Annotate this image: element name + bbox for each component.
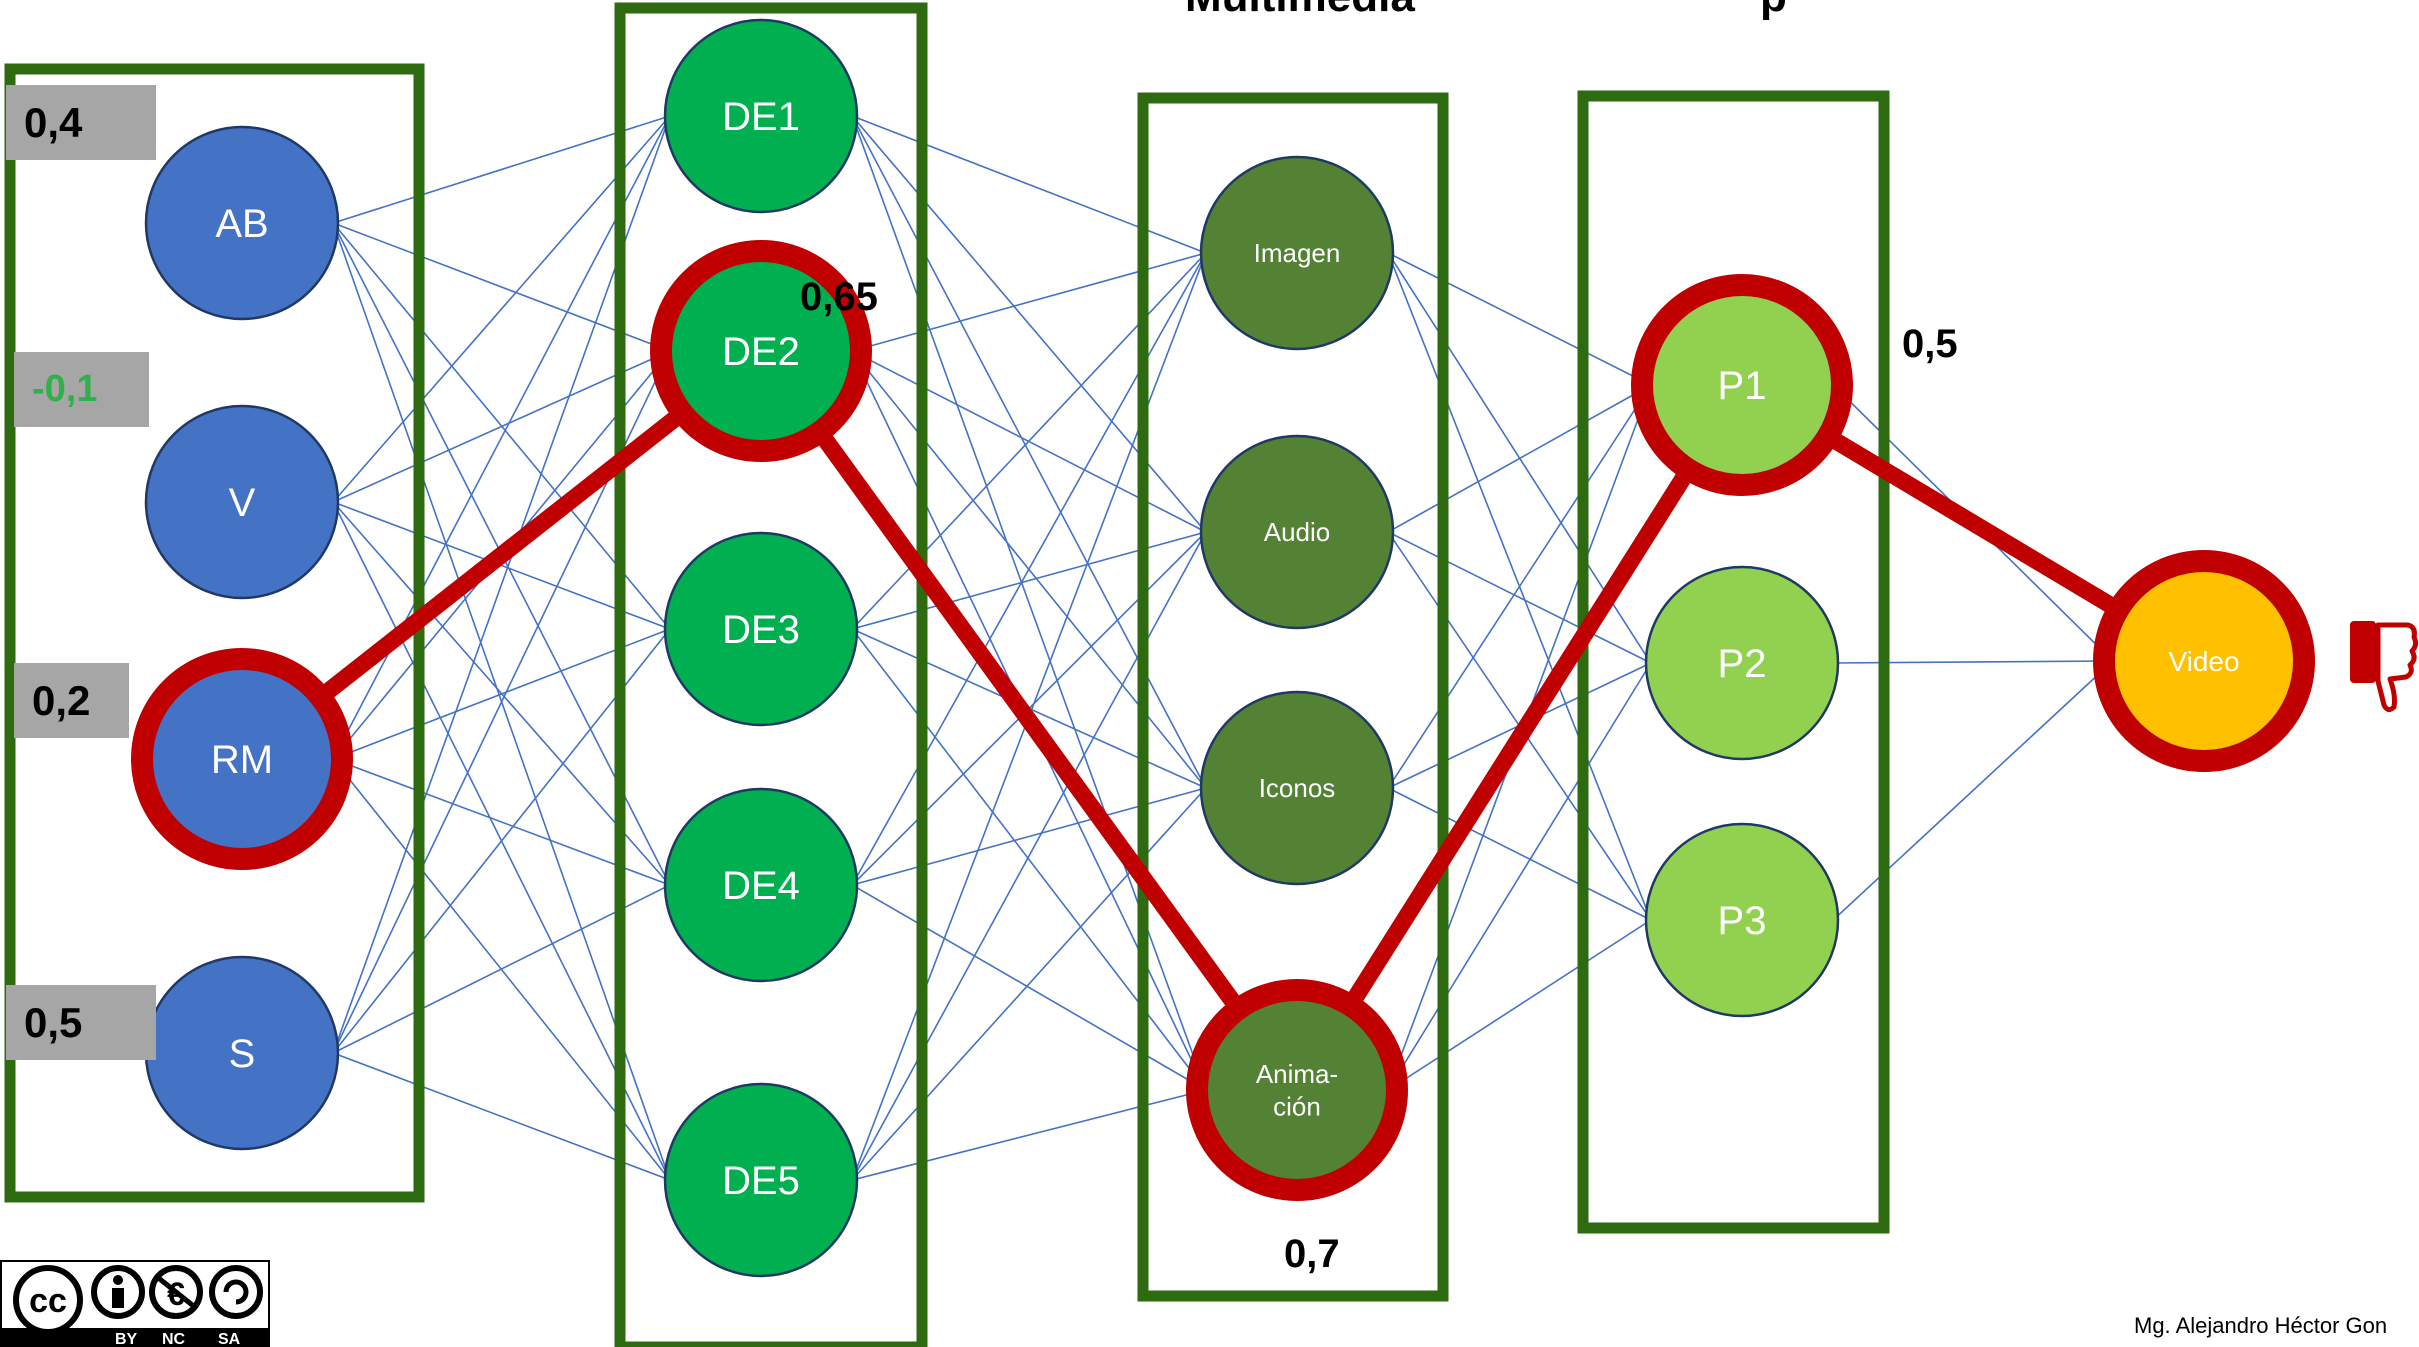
- connection-line: [851, 252, 1207, 886]
- node-animacin: Anima-ción: [1186, 979, 1408, 1201]
- connection-line: [1387, 384, 1652, 533]
- connection-line: [332, 758, 671, 886]
- connection-line: [332, 350, 671, 503]
- node-v: V: [144, 404, 340, 600]
- connection-line: [851, 115, 1207, 1091]
- node-label: Audio: [1264, 517, 1331, 547]
- connection-line: [1387, 384, 1652, 789]
- node-label: DE4: [722, 864, 800, 908]
- node-de2: DE2: [650, 240, 872, 462]
- header-text-left: Multimedia: [1185, 0, 1415, 22]
- connection-line: [332, 115, 671, 224]
- node-label: DE5: [722, 1159, 800, 1203]
- layer-frame-1: [4, 63, 425, 1203]
- cc-sa-text: SA: [218, 1331, 241, 1347]
- connection-line: [851, 252, 1207, 630]
- connection-line: [851, 628, 1207, 1091]
- node-label: DE2: [722, 330, 800, 374]
- connection-line: [851, 787, 1207, 886]
- connection-line: [851, 115, 1207, 533]
- node-label: Imagen: [1254, 238, 1341, 268]
- connection-line: [851, 884, 1207, 1091]
- node-label: ción: [1273, 1091, 1321, 1121]
- weight-box-rm: 0,2: [14, 663, 129, 738]
- node-label: Anima-: [1256, 1059, 1338, 1089]
- connection-line: [332, 1052, 671, 1181]
- node-de4: DE4: [663, 787, 859, 983]
- layer-frame-4: [1577, 90, 1890, 1234]
- author-credit: Mg. Alejandro Héctor Gon: [2134, 1313, 2388, 1338]
- layer-frames: [4, 2, 1890, 1347]
- node-p1: P1: [1631, 274, 1853, 496]
- layer-frame-3: [1137, 92, 1449, 1302]
- connection-line: [851, 252, 1207, 352]
- node-label: RM: [211, 738, 273, 782]
- node-label: P1: [1718, 364, 1767, 408]
- node-de1: DE1: [663, 18, 859, 214]
- node-label: DE1: [722, 95, 800, 139]
- connection-line: [1387, 252, 1652, 386]
- node-label: S: [229, 1032, 256, 1076]
- node-s: S: [144, 955, 340, 1151]
- highlighted-path-segment: [1288, 376, 1751, 1099]
- weight-box-v: -0,1: [14, 352, 149, 427]
- connection-line: [332, 222, 671, 352]
- node-rm: RM: [131, 648, 353, 870]
- node-p2: P2: [1644, 565, 1840, 761]
- connection-line: [851, 531, 1207, 1181]
- node-label: DE3: [722, 608, 800, 652]
- connection-line: [851, 787, 1207, 1181]
- connection-line: [332, 628, 671, 760]
- node-imagen: Imagen: [1199, 155, 1395, 351]
- connection-line: [332, 115, 671, 503]
- node-label: Video: [2168, 646, 2239, 677]
- connection-line: [1387, 919, 1652, 1091]
- weight-label-de2: 0,65: [800, 275, 878, 319]
- layer-frame-2: [614, 2, 928, 1347]
- connection-line: [1387, 531, 1652, 664]
- node-label: Iconos: [1259, 773, 1336, 803]
- connection-line: [332, 884, 671, 1054]
- node-audio: Audio: [1199, 434, 1395, 630]
- node-de3: DE3: [663, 531, 859, 727]
- connection-line: [851, 115, 1207, 789]
- header-text-right: p: [1760, 0, 1787, 22]
- node-label: P2: [1718, 642, 1767, 686]
- weight-box-s: 0,5: [6, 985, 156, 1060]
- cc-nc-text: NC: [162, 1331, 186, 1347]
- node-label: AB: [215, 202, 268, 246]
- connection-line: [852, 1089, 1206, 1181]
- connection-line: [1832, 660, 2114, 921]
- node-p3: P3: [1644, 822, 1840, 1018]
- node-ab: AB: [144, 125, 340, 321]
- connection-line: [851, 115, 1207, 254]
- cc-by-nc-sa-icon: cc € BY NC SA: [0, 1260, 270, 1347]
- highlighted-path-segment: [752, 342, 1306, 1099]
- weight-box-ab: 0,4: [6, 85, 156, 160]
- node-label: P3: [1718, 899, 1767, 943]
- node-de5: DE5: [663, 1082, 859, 1278]
- thumbs-down-icon: [2350, 621, 2419, 713]
- connection-line: [1387, 662, 1652, 1091]
- node-video: Video: [2093, 550, 2315, 772]
- cc-text: cc: [29, 1282, 67, 1320]
- connection-line: [1833, 660, 2113, 664]
- weight-label-animacion: 0,7: [1284, 1232, 1340, 1276]
- connection-line: [332, 628, 671, 1054]
- node-label: V: [229, 481, 256, 525]
- connection-line: [332, 115, 671, 1054]
- connection-line: [1387, 787, 1652, 921]
- node-iconos: Iconos: [1199, 690, 1395, 886]
- highlighted-path: [233, 342, 2213, 1099]
- cc-by-text: BY: [115, 1331, 138, 1347]
- weight-label-p1: 0,5: [1902, 322, 1958, 366]
